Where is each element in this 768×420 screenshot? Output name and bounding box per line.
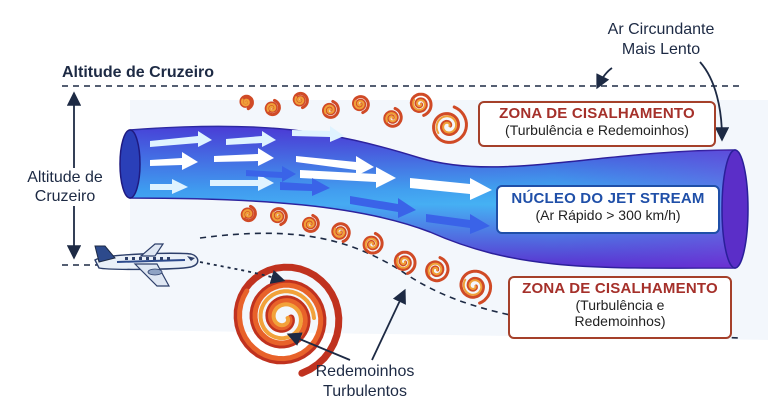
flow-arrow xyxy=(150,131,212,147)
eddies-arrow-right xyxy=(371,288,406,361)
tube-inlet xyxy=(119,129,141,199)
cruise-altitude-side-line-1: Altitude de xyxy=(27,169,103,186)
eddy-swirl xyxy=(427,262,443,276)
flow-arrow xyxy=(296,156,374,176)
shear-zone-top-box: ZONA DE CISALHAMENTO (Turbulência e Rede… xyxy=(478,101,716,147)
shear-zone-top-subtitle: (Turbulência e Redemoinhos) xyxy=(505,122,689,138)
eddy-swirl xyxy=(303,218,315,229)
flow-arrow xyxy=(214,148,274,166)
flow-arrow xyxy=(150,179,188,194)
jet-core-subtitle: (Ar Rápido > 300 km/h) xyxy=(535,207,681,223)
eddy-swirl xyxy=(459,269,493,305)
eddy-swirl xyxy=(237,282,324,362)
tube-outlet xyxy=(721,149,749,269)
eddy-swirl xyxy=(364,237,378,249)
shear-boundary-line xyxy=(199,232,741,339)
slower-air-line-1: Ar Circundante xyxy=(607,21,715,38)
turbulent-eddies xyxy=(233,91,493,377)
eddy-swirl xyxy=(353,99,365,110)
cruise-altitude-side-label: Altitude de Cruzeiro xyxy=(20,168,110,206)
slower-air-arrow-left xyxy=(596,67,613,90)
eddy-swirl xyxy=(242,209,253,218)
flow-arrow xyxy=(410,178,492,200)
eddy-swirl xyxy=(435,115,458,135)
shear-zone-bottom-subtitle-line-2: Redemoinhos) xyxy=(574,313,666,329)
eddy-swirl xyxy=(266,103,277,112)
airplane-icon xyxy=(94,243,199,287)
slower-air-label: Ar Circundante Mais Lento xyxy=(596,20,726,60)
shear-zone-bottom-subtitle-line-1: (Turbulência e xyxy=(575,297,665,313)
eddy-swirl xyxy=(412,98,426,111)
shear-zone-top-title: ZONA DE CISALHAMENTO xyxy=(499,105,695,122)
eddy-swirl xyxy=(385,112,398,123)
eddy-swirl xyxy=(462,278,483,296)
shear-zone-bottom-title: ZONA DE CISALHAMENTO xyxy=(522,280,718,297)
eddy-swirl xyxy=(271,211,283,222)
flow-arrow xyxy=(246,166,296,182)
flow-arrow xyxy=(350,196,416,218)
flow-arrow xyxy=(300,167,396,188)
flow-arrows xyxy=(150,126,492,234)
flow-arrow xyxy=(210,174,274,191)
eddies-label: Redemoinhos Turbulentos xyxy=(300,362,430,402)
eddy-swirl xyxy=(258,289,316,341)
flow-arrow xyxy=(150,152,198,170)
eddy-swirl xyxy=(333,227,346,238)
eddies-line-1: Redemoinhos xyxy=(315,363,415,380)
eddy-swirl xyxy=(432,105,468,144)
cruise-altitude-top-label: Altitude de Cruzeiro xyxy=(62,64,215,81)
eddy-swirl xyxy=(323,104,335,115)
flow-arrow xyxy=(426,214,490,234)
jet-core-box: NÚCLEO DO JET STREAM (Ar Rápido > 300 km… xyxy=(496,185,720,234)
flow-arrow xyxy=(292,126,344,142)
flow-arrow xyxy=(226,131,276,147)
eddy-swirl xyxy=(241,98,250,107)
slower-air-arrow-right xyxy=(699,61,730,142)
eddy-swirl xyxy=(396,256,410,269)
slower-air-line-2: Mais Lento xyxy=(621,41,701,58)
eddies-arrow-left xyxy=(286,332,351,361)
eddies-line-2: Turbulentos xyxy=(323,383,407,400)
shear-zone-bottom-box: ZONA DE CISALHAMENTO (Turbulência e Rede… xyxy=(508,276,732,339)
cruise-altitude-side-line-2: Cruzeiro xyxy=(34,188,96,205)
eddy-swirl xyxy=(294,96,305,105)
jet-core-title: NÚCLEO DO JET STREAM xyxy=(511,190,705,207)
flow-arrow xyxy=(280,178,330,196)
airplane-path-arrow xyxy=(199,261,286,284)
